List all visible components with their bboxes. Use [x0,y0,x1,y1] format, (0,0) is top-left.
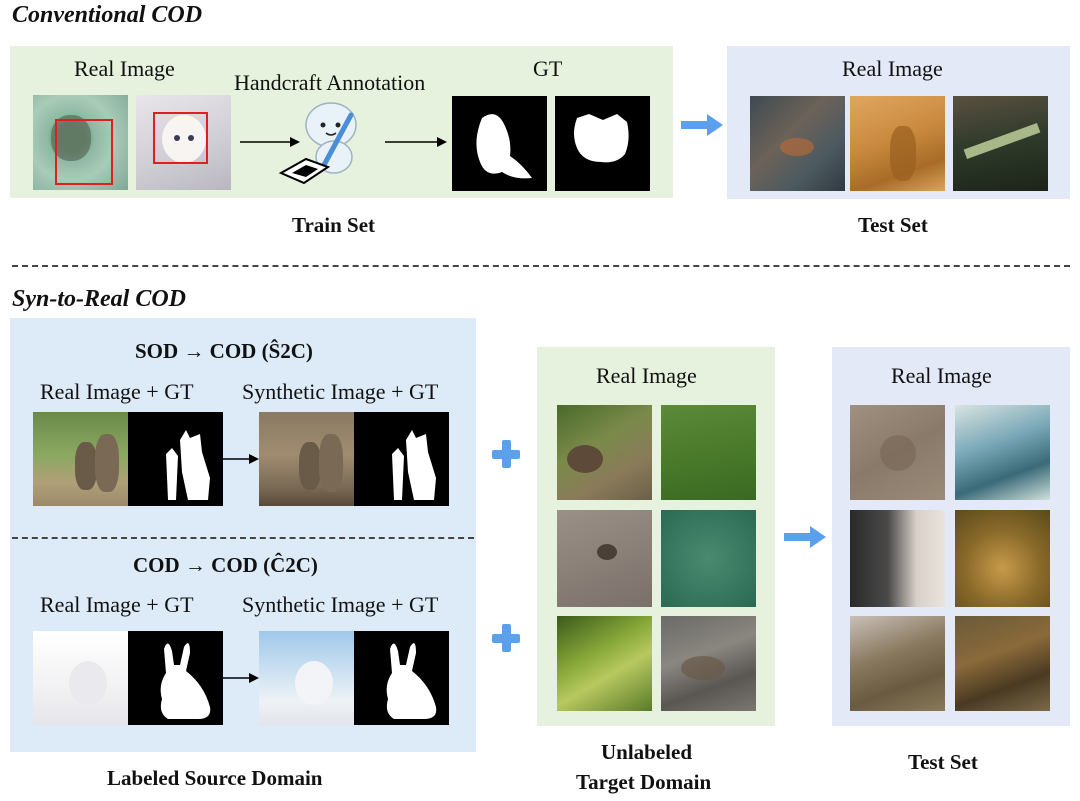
conventional-test-set-label: Test Set [858,213,928,237]
syn-test-set-label: Test Set [908,750,978,774]
s2c-real-label: Real Image + GT [40,379,194,404]
arrow-right-icon [385,137,447,147]
test-image-b [955,405,1050,500]
target-image-3 [557,510,652,607]
test-image-d [955,510,1050,607]
target-image-4 [661,510,756,607]
test-image-3 [953,96,1048,191]
handcraft-annotation-label: Handcraft Annotation [234,70,426,95]
train-real-image-fish [33,95,128,190]
s2c-real-image-cats [33,412,128,506]
annotator-mascot-icon [278,102,357,185]
s2c-title: SOD → COD (Ŝ2C) [135,339,313,363]
c2c-real-gt-mask [128,631,223,725]
c2c-synthetic-label: Synthetic Image + GT [242,592,439,617]
plus-icon [490,622,522,654]
unlabeled-label: Unlabeled [601,740,693,764]
test-image-c [850,510,945,607]
target-domain-label: Target Domain [576,770,712,794]
bounding-box [153,112,208,164]
test-image-e [850,616,945,711]
arrow-right-icon [240,137,300,147]
c2c-real-image-hare [33,631,128,725]
target-image-1 [557,405,652,500]
s2c-synthetic-gt-mask [354,412,449,506]
gt-mask-fish [452,96,547,191]
train-real-image-cat [136,95,231,190]
s2c-real-gt-mask [128,412,223,506]
s2c-synthetic-image [259,412,354,506]
c2c-title: COD → COD (Ĉ2C) [133,553,318,577]
arrow-right-icon [223,673,259,683]
test-real-image-label: Real Image [891,363,992,388]
test-image-a [850,405,945,500]
section-divider [12,265,1070,267]
gt-label: GT [533,56,563,81]
target-image-5 [557,616,652,711]
c2c-synthetic-gt-mask [354,631,449,725]
plus-icon [490,438,522,470]
syn-to-real-cod-title: Syn-to-Real COD [12,286,186,312]
s2c-synthetic-label: Synthetic Image + GT [242,379,439,404]
test-image-f [955,616,1050,711]
conventional-cod-title: Conventional COD [12,2,203,28]
arrow-right-icon [784,526,826,548]
test-image-1 [750,96,845,191]
bounding-box [55,119,113,185]
source-divider [12,537,474,539]
conventional-real-image-label: Real Image [74,56,175,81]
train-set-label: Train Set [292,213,376,237]
target-real-image-label: Real Image [596,363,697,388]
c2c-synthetic-image [259,631,354,725]
target-image-6 [661,616,756,711]
arrow-right-icon [223,454,259,464]
gt-mask-cat [555,96,650,191]
arrow-right-icon [681,114,723,136]
labeled-source-domain-label: Labeled Source Domain [107,766,323,790]
c2c-real-label: Real Image + GT [40,592,194,617]
conventional-test-real-image-label: Real Image [842,56,943,81]
test-image-2 [850,96,945,191]
target-image-2 [661,405,756,500]
